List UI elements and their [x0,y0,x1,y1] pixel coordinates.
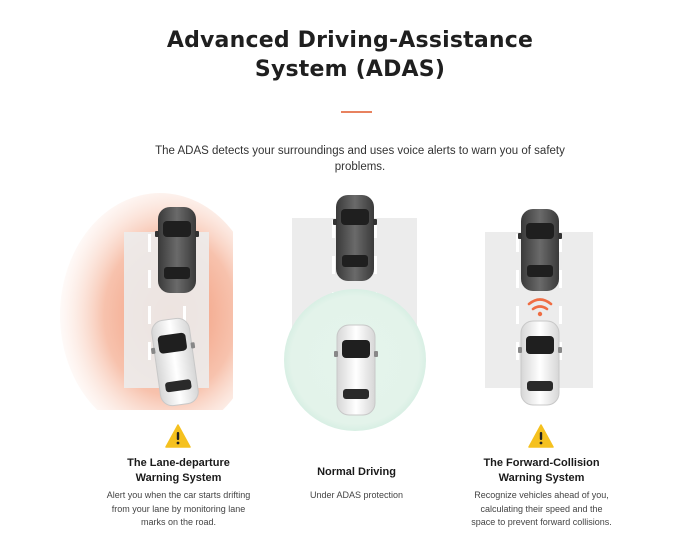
accent-divider [341,111,372,113]
feature-title-line-2: Warning System [135,472,222,484]
feature-desc-line-3: marks on the road. [140,517,217,527]
dark-car-icon [518,209,562,291]
feature-title: Normal Driving [240,465,473,480]
white-car-icon [518,320,562,406]
feature-title-line-2: Warning System [498,472,585,484]
warning-icon [528,424,554,448]
feature-title: The Forward-Collision Warning System [425,456,658,486]
feature-desc-line-3: space to prevent forward collisions. [471,517,612,527]
page-title: Advanced Driving-Assistance System (ADAS… [0,26,700,84]
feature-desc-line-2: calculating their speed and the [480,503,603,514]
feature-title-line-1: The Forward-Collision [483,457,600,469]
feature-title: The Lane-departure Warning System [62,456,295,486]
feature-desc-line-1: Recognize vehicles ahead of you, [474,490,609,500]
feature-title-line-1: Normal Driving [317,466,396,478]
feature-card-forward-collision: The Forward-Collision Warning System Rec… [428,0,661,555]
feature-card-normal-driving: Normal Driving Under ADAS protection [240,0,473,555]
feature-desc-line-2: from your lane by monitoring lane [111,503,246,514]
feature-desc-line-1: Under ADAS protection [309,490,404,500]
white-car-icon [334,324,378,416]
feature-card-lane-departure: The Lane-departure Warning System Alert … [0,0,250,555]
lane-departure-illustration [60,193,233,410]
feature-description: Alert you when the car starts drifting f… [62,489,295,530]
subtitle-line-1: The ADAS detects your surroundings and u… [155,145,565,157]
page-subtitle: The ADAS detects your surroundings and u… [140,143,580,175]
title-line-1: Advanced Driving-Assistance [166,28,534,53]
feature-description: Under ADAS protection [240,489,473,503]
warning-icon [165,424,191,448]
title-line-2: System (ADAS) [254,57,446,82]
dark-car-icon [155,207,199,293]
dark-car-icon [333,195,377,281]
white-car-icon [150,317,199,407]
normal-driving-illustration [284,195,426,431]
feature-title-line-1: The Lane-departure [127,457,230,469]
feature-description: Recognize vehicles ahead of you, calcula… [425,489,658,530]
feature-desc-line-1: Alert you when the car starts drifting [106,490,251,500]
forward-collision-illustration [485,209,593,406]
subtitle-line-2: problems. [334,161,386,173]
signal-waves-icon [527,298,553,317]
